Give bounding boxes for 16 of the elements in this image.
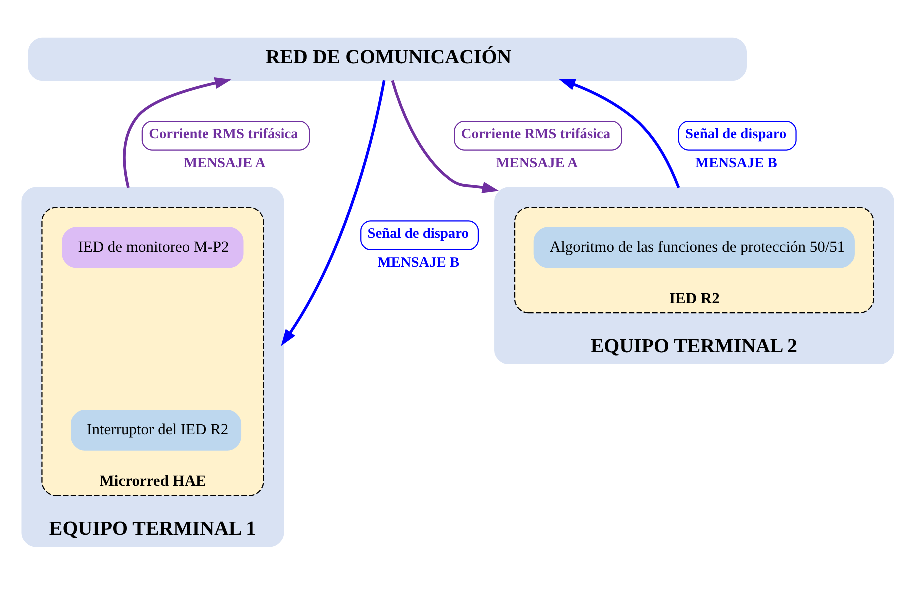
node-box: Interruptor del IED R2 — [70, 410, 242, 451]
edge-label: Señal de disparo — [367, 226, 468, 242]
label: MENSAJE B — [377, 254, 460, 271]
label: MENSAJE B — [695, 155, 777, 172]
arrow — [558, 79, 680, 188]
arrow — [280, 80, 386, 346]
node-box: Algoritmo de las funciones de protección 50/51 — [533, 227, 854, 268]
node-box: IED de monitoreo M-P2 — [62, 227, 244, 268]
edge-label: Corriente RMS trifásica — [460, 126, 610, 143]
edge-label: Señal de disparo — [685, 126, 786, 143]
arrow — [122, 78, 232, 188]
label: MENSAJE A — [496, 155, 578, 172]
node-box: RED DE COMUNICACIÓN — [28, 38, 746, 82]
arrow — [390, 80, 499, 194]
edge-label: Corriente RMS trifásica — [148, 126, 298, 143]
label: MENSAJE A — [183, 155, 266, 172]
